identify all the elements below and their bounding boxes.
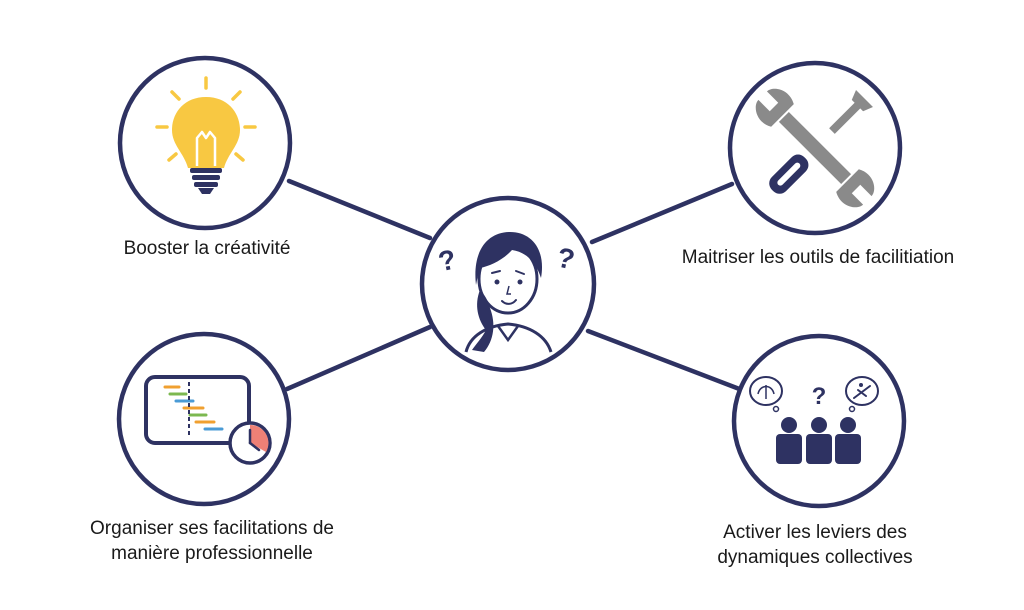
connector-dynamics [585, 328, 745, 393]
center-question-mark-left: ? [436, 244, 459, 278]
center-question-mark-right: ? [554, 242, 577, 276]
wrench-screwdriver-icon [755, 88, 875, 208]
connector-creativity [286, 178, 433, 241]
label-tools: Maitriser les outils de facilitiation [681, 247, 955, 268]
label-dynamics: Activer les leviers des dynamiques colle… [717, 522, 913, 568]
group-question-mark: ? [812, 383, 827, 410]
group-thinking-icon: ? [749, 376, 879, 464]
connectors [284, 178, 745, 393]
gantt-clock-icon [144, 375, 272, 465]
lightbulb-icon [155, 76, 257, 194]
connector-tools [589, 181, 735, 245]
confused-woman-icon: ? ? [436, 232, 577, 353]
connector-organize [284, 324, 433, 392]
label-organize: Organiser ses facilitations de manière p… [90, 518, 334, 564]
label-creativity: Booster la créativité [123, 238, 291, 259]
